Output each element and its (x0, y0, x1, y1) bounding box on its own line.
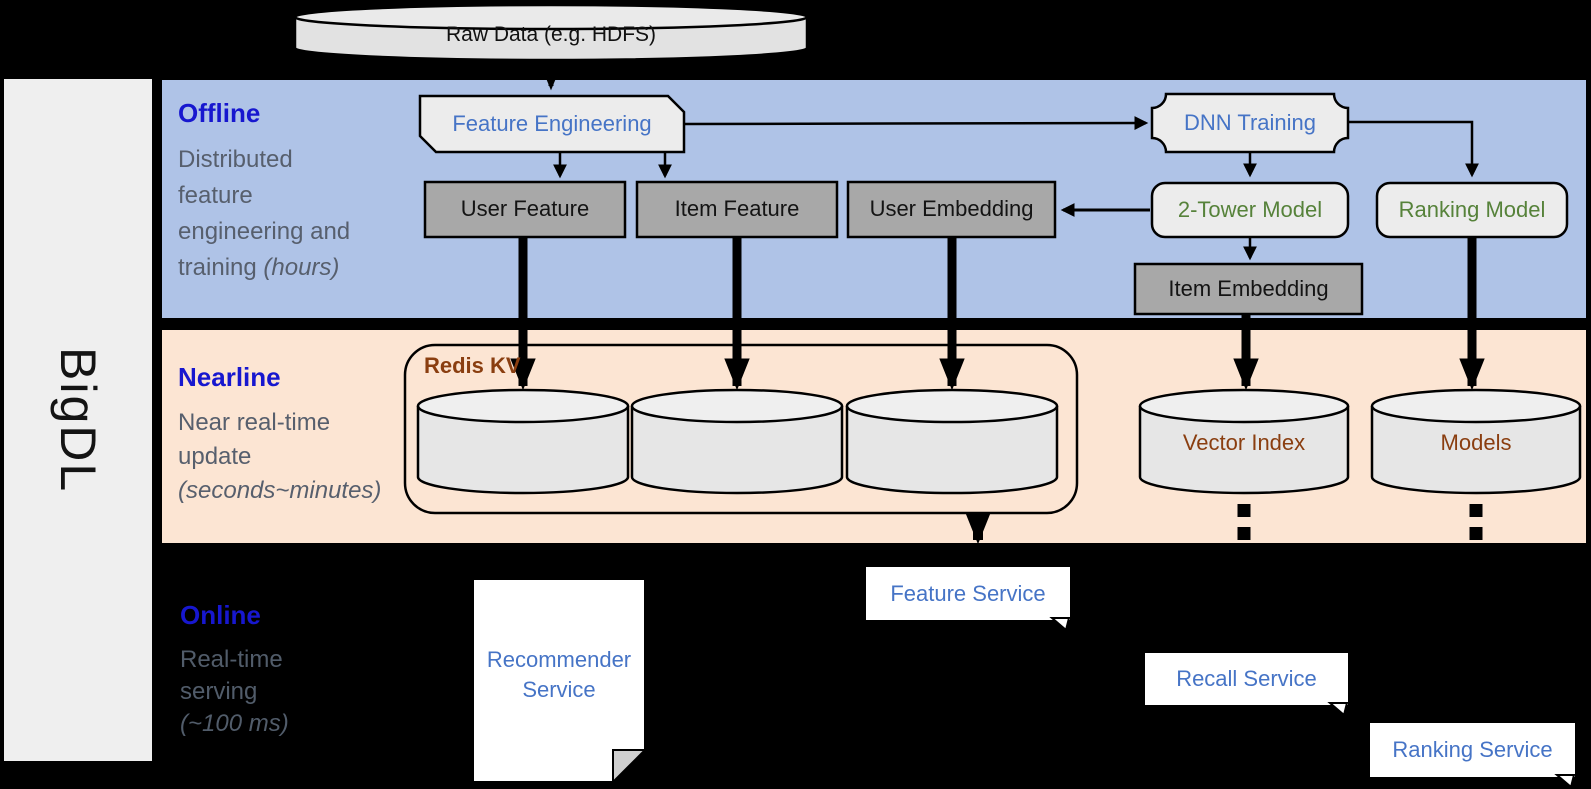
redis-kv-label: Redis KV (424, 353, 521, 378)
feature-service-label: Feature Service (890, 581, 1046, 606)
two-tower-model-shape (1150, 181, 1350, 239)
item-feature-label: Item Feature (674, 196, 800, 221)
item-embedding-shape (1133, 262, 1364, 316)
redis-cylinder-2 (630, 388, 844, 495)
arrow-fe-to-dnn-training (683, 116, 1149, 131)
offline-description: Distributed feature engineering and trai… (178, 146, 351, 281)
user-embedding-shape (846, 180, 1057, 239)
raw-data-label: Raw Data (e.g. HDFS) (445, 23, 657, 46)
redis-cylinder-1 (416, 388, 630, 495)
feature-engineering-shape (418, 94, 686, 154)
recommender-service-label: Recommender Service (486, 647, 632, 702)
item-embedding-label: Item Embedding (1168, 276, 1329, 301)
online-title: Online (180, 600, 261, 630)
nearline-title: Nearline (178, 362, 281, 392)
online-description: Real-time serving (~100 ms) (180, 646, 289, 737)
offline-title: Offline (178, 98, 261, 128)
models-label: Models (1440, 430, 1512, 455)
arrow-dnn-to-ranking-model (1348, 120, 1479, 178)
vector-index-cylinder (1138, 388, 1350, 495)
user-embedding-label: User Embedding (869, 196, 1034, 221)
recall-service-label: Recall Service (1176, 666, 1317, 691)
feature-engineering-label: Feature Engineering (452, 111, 652, 136)
nearline-description: Near real-time update (seconds~minutes) (178, 409, 382, 504)
recall-service-card (1145, 653, 1349, 717)
user-feature-shape (423, 180, 627, 239)
user-feature-label: User Feature (460, 196, 590, 221)
bigdl-sidebar: BigDL (4, 79, 152, 761)
ranking-service-label: Ranking Service (1392, 737, 1553, 762)
dnn-training-label: DNN Training (1183, 110, 1317, 135)
item-feature-shape (635, 180, 839, 239)
ranking-service-card (1370, 723, 1576, 789)
vector-index-label: Vector Index (1182, 430, 1306, 455)
recommender-service-document (472, 578, 648, 785)
dnn-training-shape (1150, 92, 1350, 154)
models-cylinder (1370, 388, 1582, 495)
redis-kv-container (403, 343, 1079, 515)
two-tower-model-label: 2-Tower Model (1177, 197, 1323, 222)
raw-data-cylinder (293, 3, 809, 62)
redis-cylinder-3 (845, 388, 1059, 495)
bigdl-logo: BigDL (50, 346, 106, 494)
feature-service-card (866, 567, 1071, 632)
ranking-model-label: Ranking Model (1398, 197, 1546, 222)
